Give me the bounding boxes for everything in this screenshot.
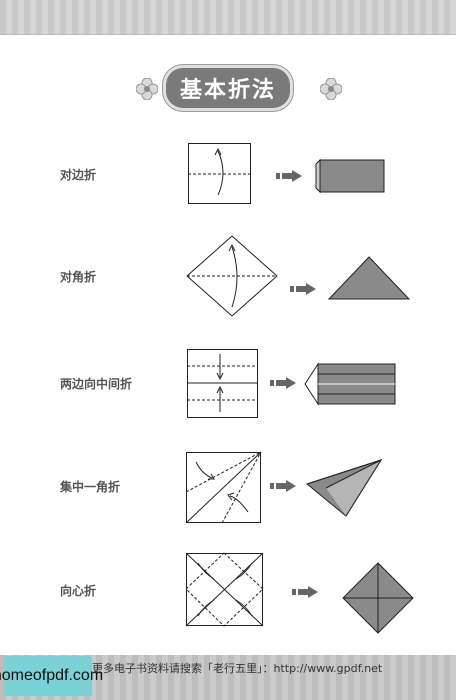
- sides-to-center-diagram: [187, 349, 258, 418]
- edge-fold-square-diagram: [188, 143, 251, 204]
- site-badge[interactable]: homeofpdf.com: [0, 656, 103, 696]
- diagonal-fold-diagram: [186, 235, 278, 317]
- top-decor-band: [0, 0, 456, 35]
- row-label-centripetal-fold: 向心折: [60, 584, 97, 598]
- arrow-right-icon: [276, 170, 302, 182]
- page-title: 基本折法: [162, 65, 293, 111]
- row-label-edge-fold: 对边折: [60, 168, 97, 182]
- row-label-diagonal-fold: 对角折: [60, 270, 97, 284]
- footer-text: 更多电子书资料请搜索「老行五里」：http://www.gpdf.net: [92, 662, 383, 675]
- sides-to-center-result-diagram: [304, 362, 396, 406]
- flower-icon: [320, 78, 342, 100]
- one-corner-fold-diagram: [185, 451, 262, 524]
- arrow-right-icon: [270, 480, 296, 492]
- one-corner-fold-result-diagram: [305, 458, 383, 517]
- arrow-right-icon: [292, 586, 318, 598]
- edge-fold-result-diagram: [315, 158, 385, 194]
- centripetal-fold-result-diagram: [342, 562, 414, 634]
- diagonal-fold-result-diagram: [327, 256, 411, 300]
- arrow-right-icon: [290, 283, 316, 295]
- centripetal-fold-diagram: [185, 552, 264, 627]
- arrow-right-icon: [270, 377, 296, 389]
- flower-icon: [136, 78, 158, 100]
- row-label-sides-to-center-fold: 两边向中间折: [60, 377, 133, 391]
- title-area: 基本折法: [0, 65, 456, 111]
- row-label-one-corner-fold: 集中一角折: [60, 480, 121, 494]
